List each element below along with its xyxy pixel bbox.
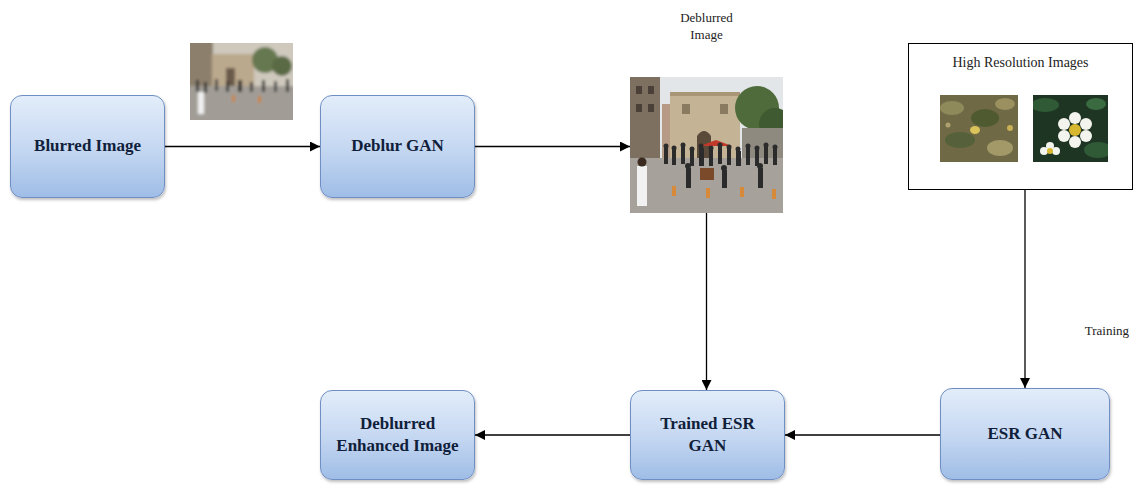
blurred-photo [190, 43, 293, 120]
process-box: Blurred Image [10, 95, 165, 198]
deblurred-photo [630, 77, 783, 213]
image-panel: Deblurred Image [630, 8, 783, 213]
flow-arrow [706, 213, 707, 390]
texture-photo [940, 95, 1018, 162]
node-label: Deblurred Enhanced Image [331, 413, 464, 457]
flow-arrow [1024, 190, 1025, 388]
node-label: High Resolution Images [952, 54, 1088, 72]
output-box: Deblurred Enhanced Image [320, 390, 475, 480]
process-box: ESR GAN [940, 388, 1110, 480]
edge-label: Training [1083, 323, 1131, 339]
node-label: ESR GAN [987, 423, 1062, 445]
flow-arrow [475, 434, 630, 435]
flow-arrow [785, 434, 940, 435]
node-label: Blurred Image [34, 135, 141, 157]
dataset-panel: High Resolution Images [908, 43, 1133, 190]
node-label: Deblurred Image [667, 10, 747, 44]
process-box: Trained ESR GAN [630, 390, 785, 480]
flow-arrow [475, 146, 630, 147]
node-label: Trained ESR GAN [641, 413, 774, 457]
node-label: Deblur GAN [351, 135, 444, 157]
flow-arrow [165, 146, 320, 147]
flower-photo [1033, 95, 1108, 162]
process-box: Deblur GAN [320, 95, 475, 198]
